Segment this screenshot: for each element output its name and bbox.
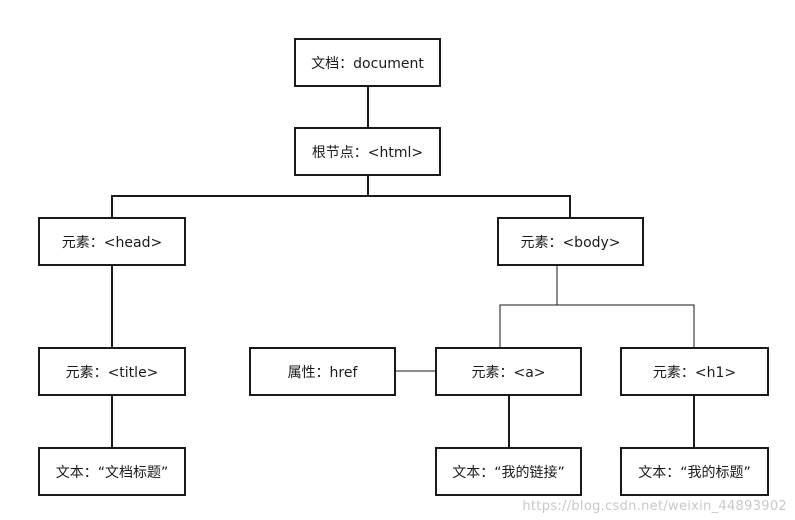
node-attribute-href: 属性：href bbox=[249, 347, 396, 396]
edge-bus-head-body bbox=[111, 195, 571, 217]
edge-bus-a-h1 bbox=[499, 304, 695, 347]
watermark: https://blog.csdn.net/weixin_44893902 bbox=[522, 499, 787, 514]
node-document: 文档：document bbox=[294, 38, 441, 87]
node-text-link: 文本：“我的链接” bbox=[435, 447, 582, 496]
node-root-html: 根节点：<html> bbox=[294, 127, 441, 176]
node-text-title: 文本：“文档标题” bbox=[38, 447, 186, 496]
node-h1: 元素：<h1> bbox=[620, 347, 769, 396]
node-body: 元素：<body> bbox=[497, 217, 644, 266]
node-text-h1: 文本：“我的标题” bbox=[620, 447, 769, 496]
node-a: 元素：<a> bbox=[435, 347, 582, 396]
node-title: 元素：<title> bbox=[38, 347, 186, 396]
node-head: 元素：<head> bbox=[38, 217, 186, 266]
